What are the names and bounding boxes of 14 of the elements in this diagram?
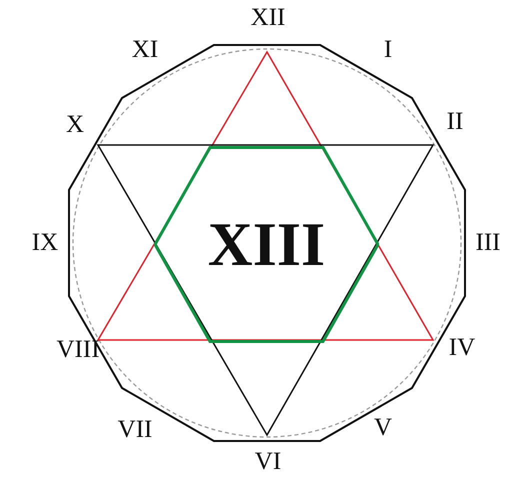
hour-numeral: III (476, 230, 500, 256)
hour-numeral: VII (118, 417, 152, 443)
hour-numeral: XII (250, 5, 286, 31)
hour-numeral: V (374, 415, 392, 441)
hour-numeral: I (384, 37, 392, 63)
hour-numeral: II (446, 109, 464, 135)
hour-numeral: IX (32, 230, 58, 256)
hexagon-outline (154, 146, 379, 343)
center-numeral: XIII (208, 212, 326, 276)
hour-numeral: VIII (56, 337, 100, 363)
hour-numeral: X (66, 112, 84, 138)
hour-numeral: IV (448, 335, 476, 361)
hour-numeral: XI (132, 37, 158, 63)
hour-numeral: VI (254, 449, 282, 475)
